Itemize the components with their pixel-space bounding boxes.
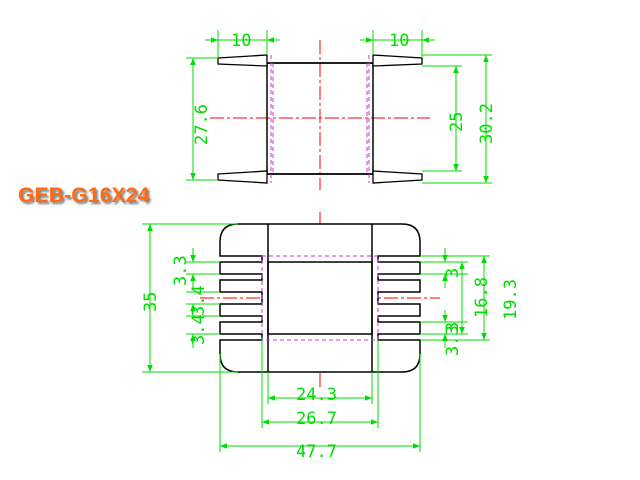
flange-bottom-left: [217, 170, 268, 184]
dim-right-inner: 3: [443, 322, 463, 332]
dim-right-window: 16.8: [472, 277, 492, 318]
dim-left-bottom: 3.4: [189, 314, 209, 345]
core-window: [267, 261, 373, 335]
part-title: GEB-G16X24: [18, 184, 150, 207]
dim-left-top: 3.3: [171, 255, 191, 286]
top-view: 10 10 27.6 25 30.2: [186, 30, 497, 190]
dim-left-mid: 3.4: [189, 285, 209, 316]
dim-width-overall: 47.7: [296, 442, 337, 462]
dim-width-inner: 24.3: [296, 385, 337, 405]
flange-bottom-right: [372, 170, 423, 184]
dim-flange-right: 10: [389, 31, 409, 51]
dim-right-top: 3: [443, 268, 463, 278]
dim-right-bottom: 3.3: [443, 325, 463, 356]
dim-height-left: 27.6: [192, 104, 212, 145]
dim-flange-left: 10: [231, 31, 251, 51]
dim-outer-right: 30.2: [477, 103, 497, 144]
dim-right-outer: 19.3: [501, 279, 521, 320]
flange-top-left: [217, 54, 268, 67]
dim-overall-height: 35: [141, 292, 161, 312]
hidden-outline-front: [261, 255, 379, 341]
front-view: 35 3.3 3.4 3.4 3 3 3.3 16.8 19.3: [141, 212, 521, 462]
dim-width-mid: 26.7: [296, 409, 337, 429]
flange-top-right: [372, 54, 423, 67]
dim-inner-right: 25: [447, 112, 467, 132]
